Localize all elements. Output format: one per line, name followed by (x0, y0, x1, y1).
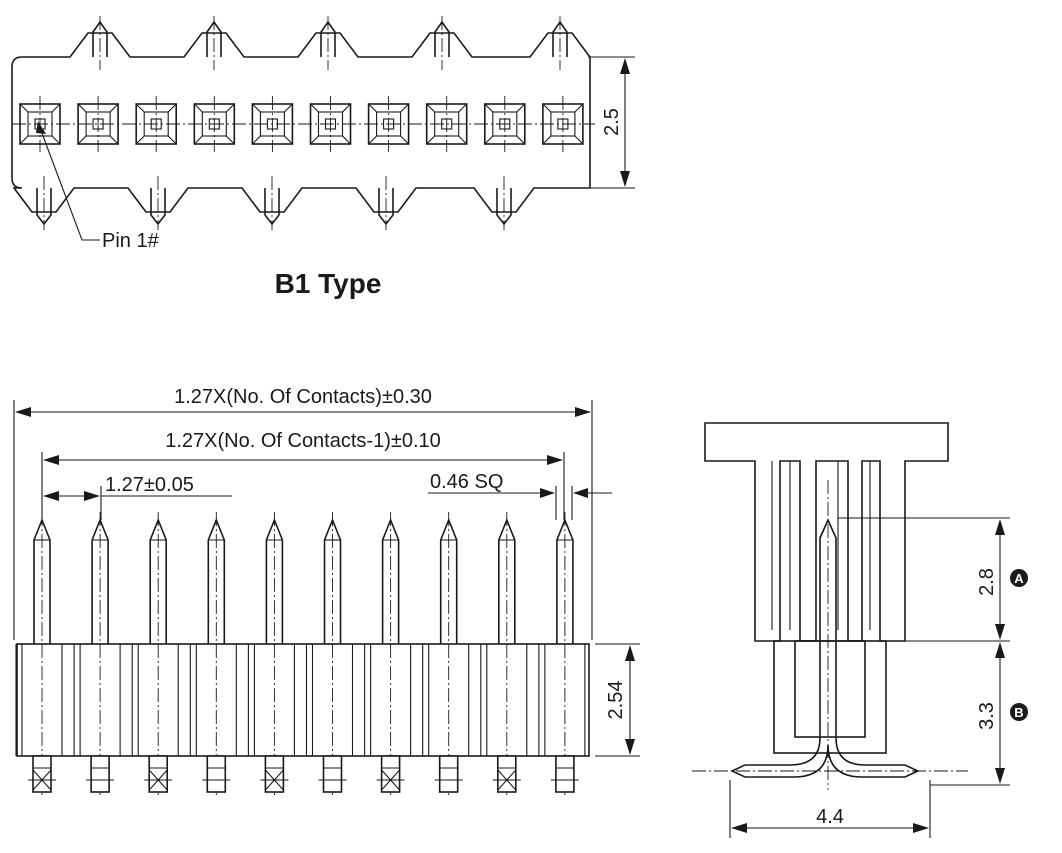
front-tail (206, 755, 227, 793)
overall-length-dim: 1.27X(No. Of Contacts)±0.30 (174, 386, 432, 408)
front-tail (380, 755, 401, 793)
badge-b-icon (1010, 703, 1028, 721)
pitch-dim: 1.27±0.05 (105, 474, 194, 496)
front-tail (322, 755, 343, 793)
front-body-divider (311, 644, 354, 756)
top-cell-chamfer (135, 103, 177, 145)
top-cell-chamfer (484, 103, 526, 145)
top-height-dim: 2.5 (601, 108, 623, 136)
badge-a-label: A (1014, 571, 1024, 586)
foot-width-dim: 4.4 (816, 806, 844, 828)
pin1-label: Pin 1# (102, 230, 160, 252)
front-tail (148, 755, 168, 793)
top-upper-pins (92, 16, 568, 70)
badge-b-label: B (1014, 705, 1023, 720)
side-view: 2.8 A 3.3 B 4.4 (692, 422, 1028, 838)
side-pin (730, 518, 920, 778)
front-body-divider (428, 644, 470, 756)
body-height-dim: 2.54 (605, 681, 627, 720)
front-tail (555, 755, 575, 793)
top-cell-chamfer (252, 103, 293, 145)
badge-a-icon (1010, 569, 1028, 587)
top-cell-chamfer (542, 103, 584, 145)
top-cell-chamfer (193, 103, 235, 145)
top-lower-pins (36, 176, 512, 230)
top-view: Pin 1# 2.5 B1 Type (11, 16, 635, 299)
front-tail (32, 755, 52, 793)
front-body-divider (137, 644, 179, 756)
pin1-leader (39, 127, 100, 241)
front-tail (496, 755, 517, 793)
top-view-title: B1 Type (275, 268, 382, 299)
front-body-divider (486, 644, 528, 756)
top-cell-chamfer (426, 103, 468, 145)
side-dim-a: 2.8 (976, 568, 998, 596)
front-body-divider (544, 644, 586, 756)
front-body-divider (370, 644, 412, 756)
side-dim-b: 3.3 (976, 702, 998, 730)
front-body-cells (15, 644, 586, 756)
pin-span-dim: 1.27X(No. Of Contacts-1)±0.10 (165, 430, 441, 452)
front-tail (438, 755, 459, 793)
front-body-divider (79, 644, 121, 756)
front-pins (33, 512, 574, 798)
top-cell-chamfer (77, 103, 119, 145)
front-tail (90, 755, 110, 793)
top-cell-chamfer (310, 103, 351, 145)
front-tails (28, 755, 579, 793)
front-view: 1.27X(No. Of Contacts)±0.30 1.27X(No. Of… (13, 386, 640, 798)
front-body-divider (195, 644, 237, 756)
front-tail (264, 755, 285, 793)
pin-size-dim: 0.46 SQ (430, 471, 503, 493)
front-body-divider (253, 644, 295, 756)
front-body (16, 643, 590, 757)
top-cell-chamfer (19, 103, 61, 145)
front-body-divider (21, 644, 63, 756)
top-cell-chamfer (368, 103, 409, 145)
side-cap (704, 422, 949, 642)
